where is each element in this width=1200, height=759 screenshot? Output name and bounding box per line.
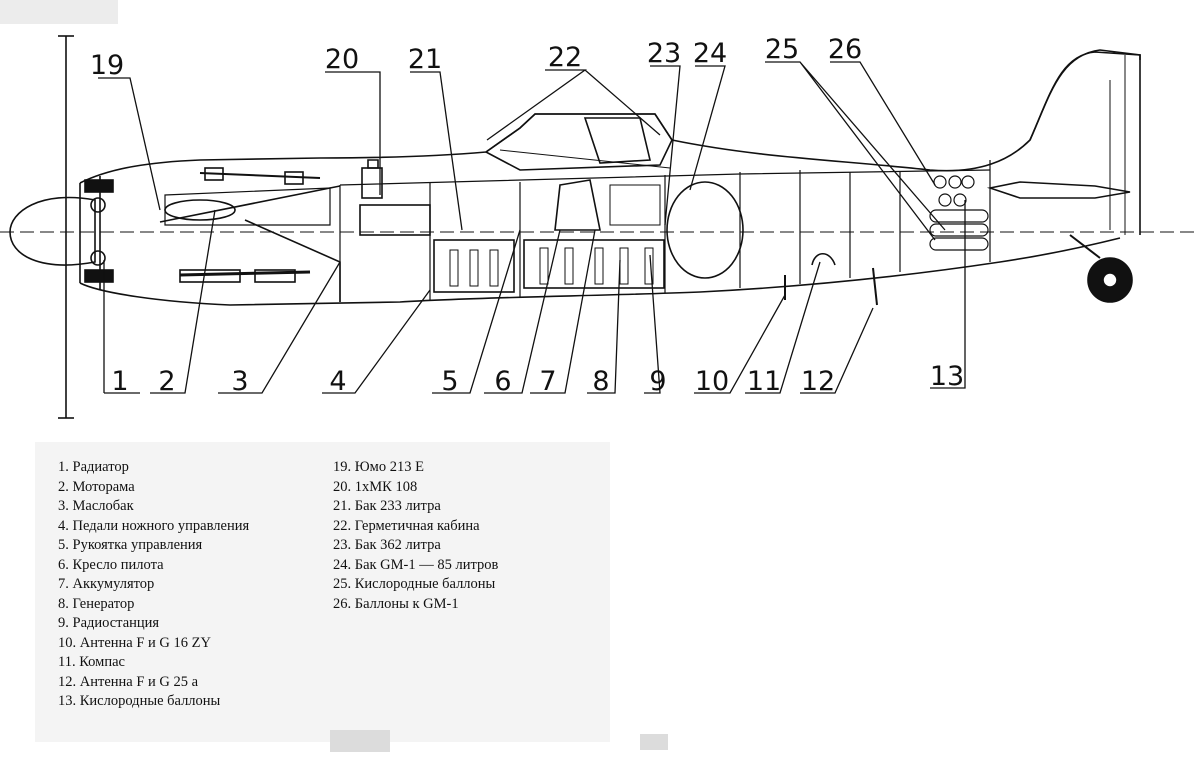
callout-26: 26 [828, 34, 862, 65]
scan-artifact [640, 734, 668, 750]
legend-item-6: 6. Кресло пилота [58, 556, 164, 573]
callout-23: 23 [647, 38, 681, 69]
scan-artifact [0, 0, 118, 24]
fuselage-drawing: 1 2 3 4 5 6 7 8 9 10 11 12 13 19 20 21 2… [0, 34, 1200, 419]
legend-item-24: 24. Бак GM-1 — 85 литров [333, 556, 499, 573]
legend-item-1: 1. Радиатор [58, 459, 129, 475]
legend-item-5: 5. Рукоятка управления [58, 537, 203, 553]
fuel-tank-233l [433, 239, 515, 293]
legend-right: 19. Юмо 213 Е 20. 1хМК 108 21. Бак 233 л… [333, 458, 498, 614]
horizontal-stabilizer [986, 181, 1131, 199]
fuselage-bottom [79, 237, 1121, 306]
legend-item-23: 23. Бак 362 литра [333, 537, 441, 553]
propeller-spinner [9, 196, 96, 266]
pilot-seat [554, 179, 601, 231]
legend-item-8: 8. Генератор [58, 595, 135, 612]
legend-item-10: 10. Антенна F и G 16 ZY [58, 634, 211, 651]
gm1-tank [666, 181, 744, 279]
legend-item-21: 21. Бак 233 литра [333, 498, 441, 514]
legend-item-9: 9. Радиостанция [58, 615, 160, 631]
legend-left: 1. Радиатор 2. Моторама 3. Маслобак 4. П… [58, 458, 249, 712]
legend-item-25: 25. Кислородные баллоны [333, 576, 496, 592]
legend-item-11: 11. Компас [58, 654, 125, 670]
callout-5: 5 [441, 366, 458, 397]
leader-lines [98, 61, 966, 394]
callout-13: 13 [930, 361, 964, 392]
legend-item-19: 19. Юмо 213 Е [333, 459, 424, 475]
legend-item-2: 2. Моторама [58, 478, 135, 495]
antenna-25a [872, 267, 878, 306]
callout-7: 7 [539, 366, 556, 397]
callout-9: 9 [649, 366, 666, 397]
callout-8: 8 [592, 366, 609, 397]
compass [811, 252, 836, 266]
scan-artifact [330, 730, 390, 752]
callout-25: 25 [765, 34, 799, 65]
gun-mk108 [361, 167, 383, 199]
callout-11: 11 [747, 366, 781, 397]
legend-item-26: 26. Баллоны к GM-1 [333, 595, 459, 612]
callout-22: 22 [548, 42, 582, 73]
legend-item-7: 7. Аккумулятор [58, 576, 155, 592]
tail-fin [1029, 49, 1141, 235]
callout-21: 21 [408, 44, 442, 75]
legend-item-12: 12. Антенна F и G 25 a [58, 673, 199, 690]
callout-24: 24 [693, 38, 727, 69]
callout-12: 12 [801, 366, 835, 397]
canopy [484, 113, 673, 171]
legend-item-13: 13. Кислородные баллоны [58, 693, 221, 709]
legend-item-22: 22. Герметичная кабина [333, 517, 480, 534]
engine [164, 187, 331, 226]
callout-20: 20 [325, 44, 359, 75]
oxygen-bottles [929, 175, 989, 251]
fuel-tank-362l [523, 239, 665, 289]
legend-background [35, 442, 610, 742]
callout-1: 1 [111, 366, 128, 397]
callout-6: 6 [494, 366, 511, 397]
legend-item-4: 4. Педали ножного управления [58, 517, 250, 534]
callout-10: 10 [695, 366, 729, 397]
radiator [84, 179, 114, 193]
legend-item-20: 20. 1хМК 108 [333, 478, 418, 495]
callout-19: 19 [90, 50, 124, 81]
callout-4: 4 [329, 366, 346, 397]
legend-item-3: 3. Маслобак [58, 498, 134, 514]
callout-2: 2 [158, 366, 175, 397]
callout-3: 3 [231, 366, 248, 397]
